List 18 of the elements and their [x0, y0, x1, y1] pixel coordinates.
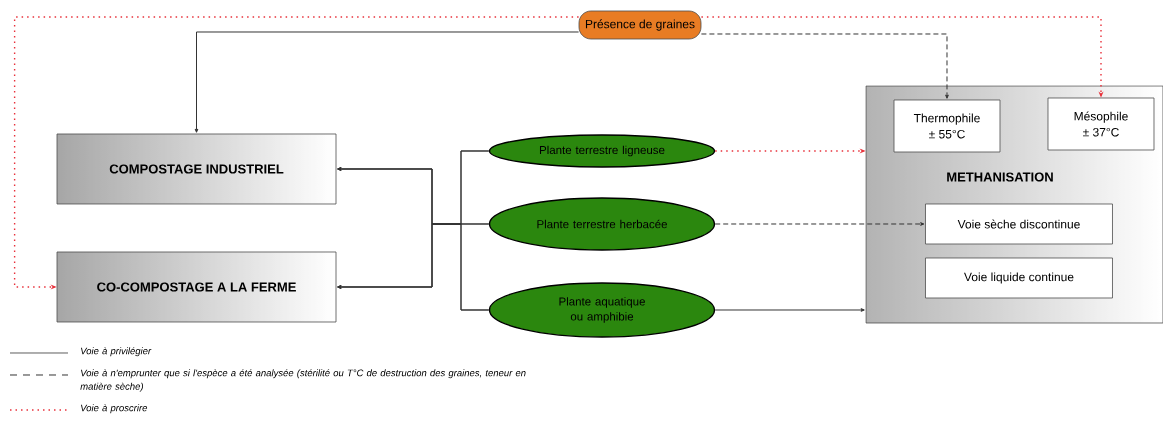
ellipse-node: Plante terrestre herbacée	[488, 197, 716, 251]
arrow	[337, 223, 490, 311]
process-box: Voie sèche discontinue	[925, 203, 1113, 245]
process-box: COMPOSTAGE INDUSTRIEL	[56, 133, 337, 205]
arrow	[714, 308, 865, 312]
process-box: Mésophile ± 37°C	[1047, 97, 1155, 151]
legend-text: Voie à privilégier	[81, 347, 152, 357]
process-box: Thermophile ± 55°C	[893, 99, 1001, 153]
rounded-box: Présence de graines	[578, 10, 702, 40]
ellipse-node: Plante aquatique ou amphibie	[488, 282, 716, 338]
arrow	[714, 222, 925, 226]
arrow	[700, 33, 949, 99]
legend-text: Voie à n'emprunter que si l'espèce a été analysée (stérilité ou T°C de destruction des graines, teneur en matière sèche)	[80, 369, 526, 392]
process-box: CO-COMPOSTAGE A LA FERME	[56, 251, 337, 323]
process-box: Voie liquide continue	[925, 257, 1113, 299]
legend-text: Voie à proscrire	[81, 404, 148, 414]
ellipse-node: Plante terrestre ligneuse	[488, 134, 716, 168]
arrow	[194, 31, 580, 133]
